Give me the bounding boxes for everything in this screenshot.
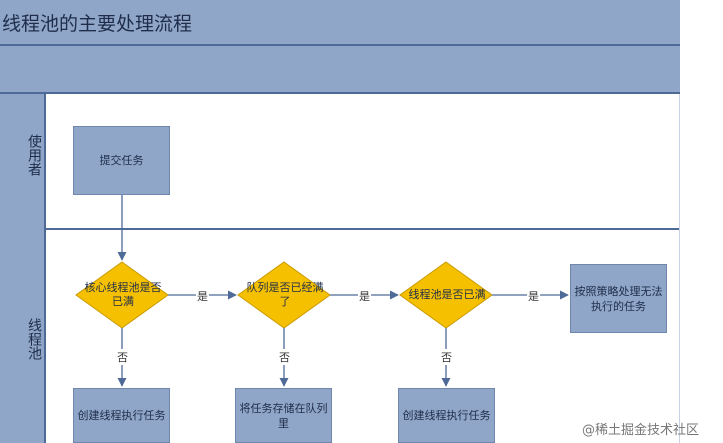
- diagram-right-edge: [679, 94, 680, 443]
- process-create-thread-2: 创建线程执行任务: [398, 388, 495, 443]
- lane-divider: [46, 228, 680, 230]
- edge-label-no-3: 否: [440, 349, 453, 365]
- decision-d3-label: 线程池是否已满: [408, 288, 486, 301]
- process-create-thread-1: 创建线程执行任务: [73, 388, 170, 443]
- edge-label-no-2: 否: [278, 349, 291, 365]
- lane-label-user: 使用者: [26, 134, 42, 176]
- lane-label-threadpool: 线程池: [26, 318, 42, 360]
- process-reject-task: 按照策略处理无法执行的任务: [570, 264, 667, 333]
- lane-header-threadpool: [0, 228, 46, 443]
- decision-d2-label: 队列是否已经满了: [246, 281, 324, 308]
- edge-label-yes-3: 是: [527, 288, 540, 304]
- process-enqueue-task: 将任务存储在队列里: [235, 388, 332, 443]
- header-band: [0, 46, 680, 94]
- edge-label-yes-1: 是: [196, 288, 209, 304]
- process-submit-task: 提交任务: [73, 126, 170, 195]
- edge-label-no-1: 否: [116, 349, 129, 365]
- lane-header-user: [0, 94, 46, 228]
- diagram-title: 线程池的主要处理流程: [2, 13, 193, 35]
- edge-label-yes-2: 是: [358, 288, 371, 304]
- title-bar: 线程池的主要处理流程: [0, 0, 680, 46]
- decision-d1-label: 核心线程池是否已满: [84, 281, 162, 308]
- watermark: @稀土掘金技术社区: [582, 423, 700, 438]
